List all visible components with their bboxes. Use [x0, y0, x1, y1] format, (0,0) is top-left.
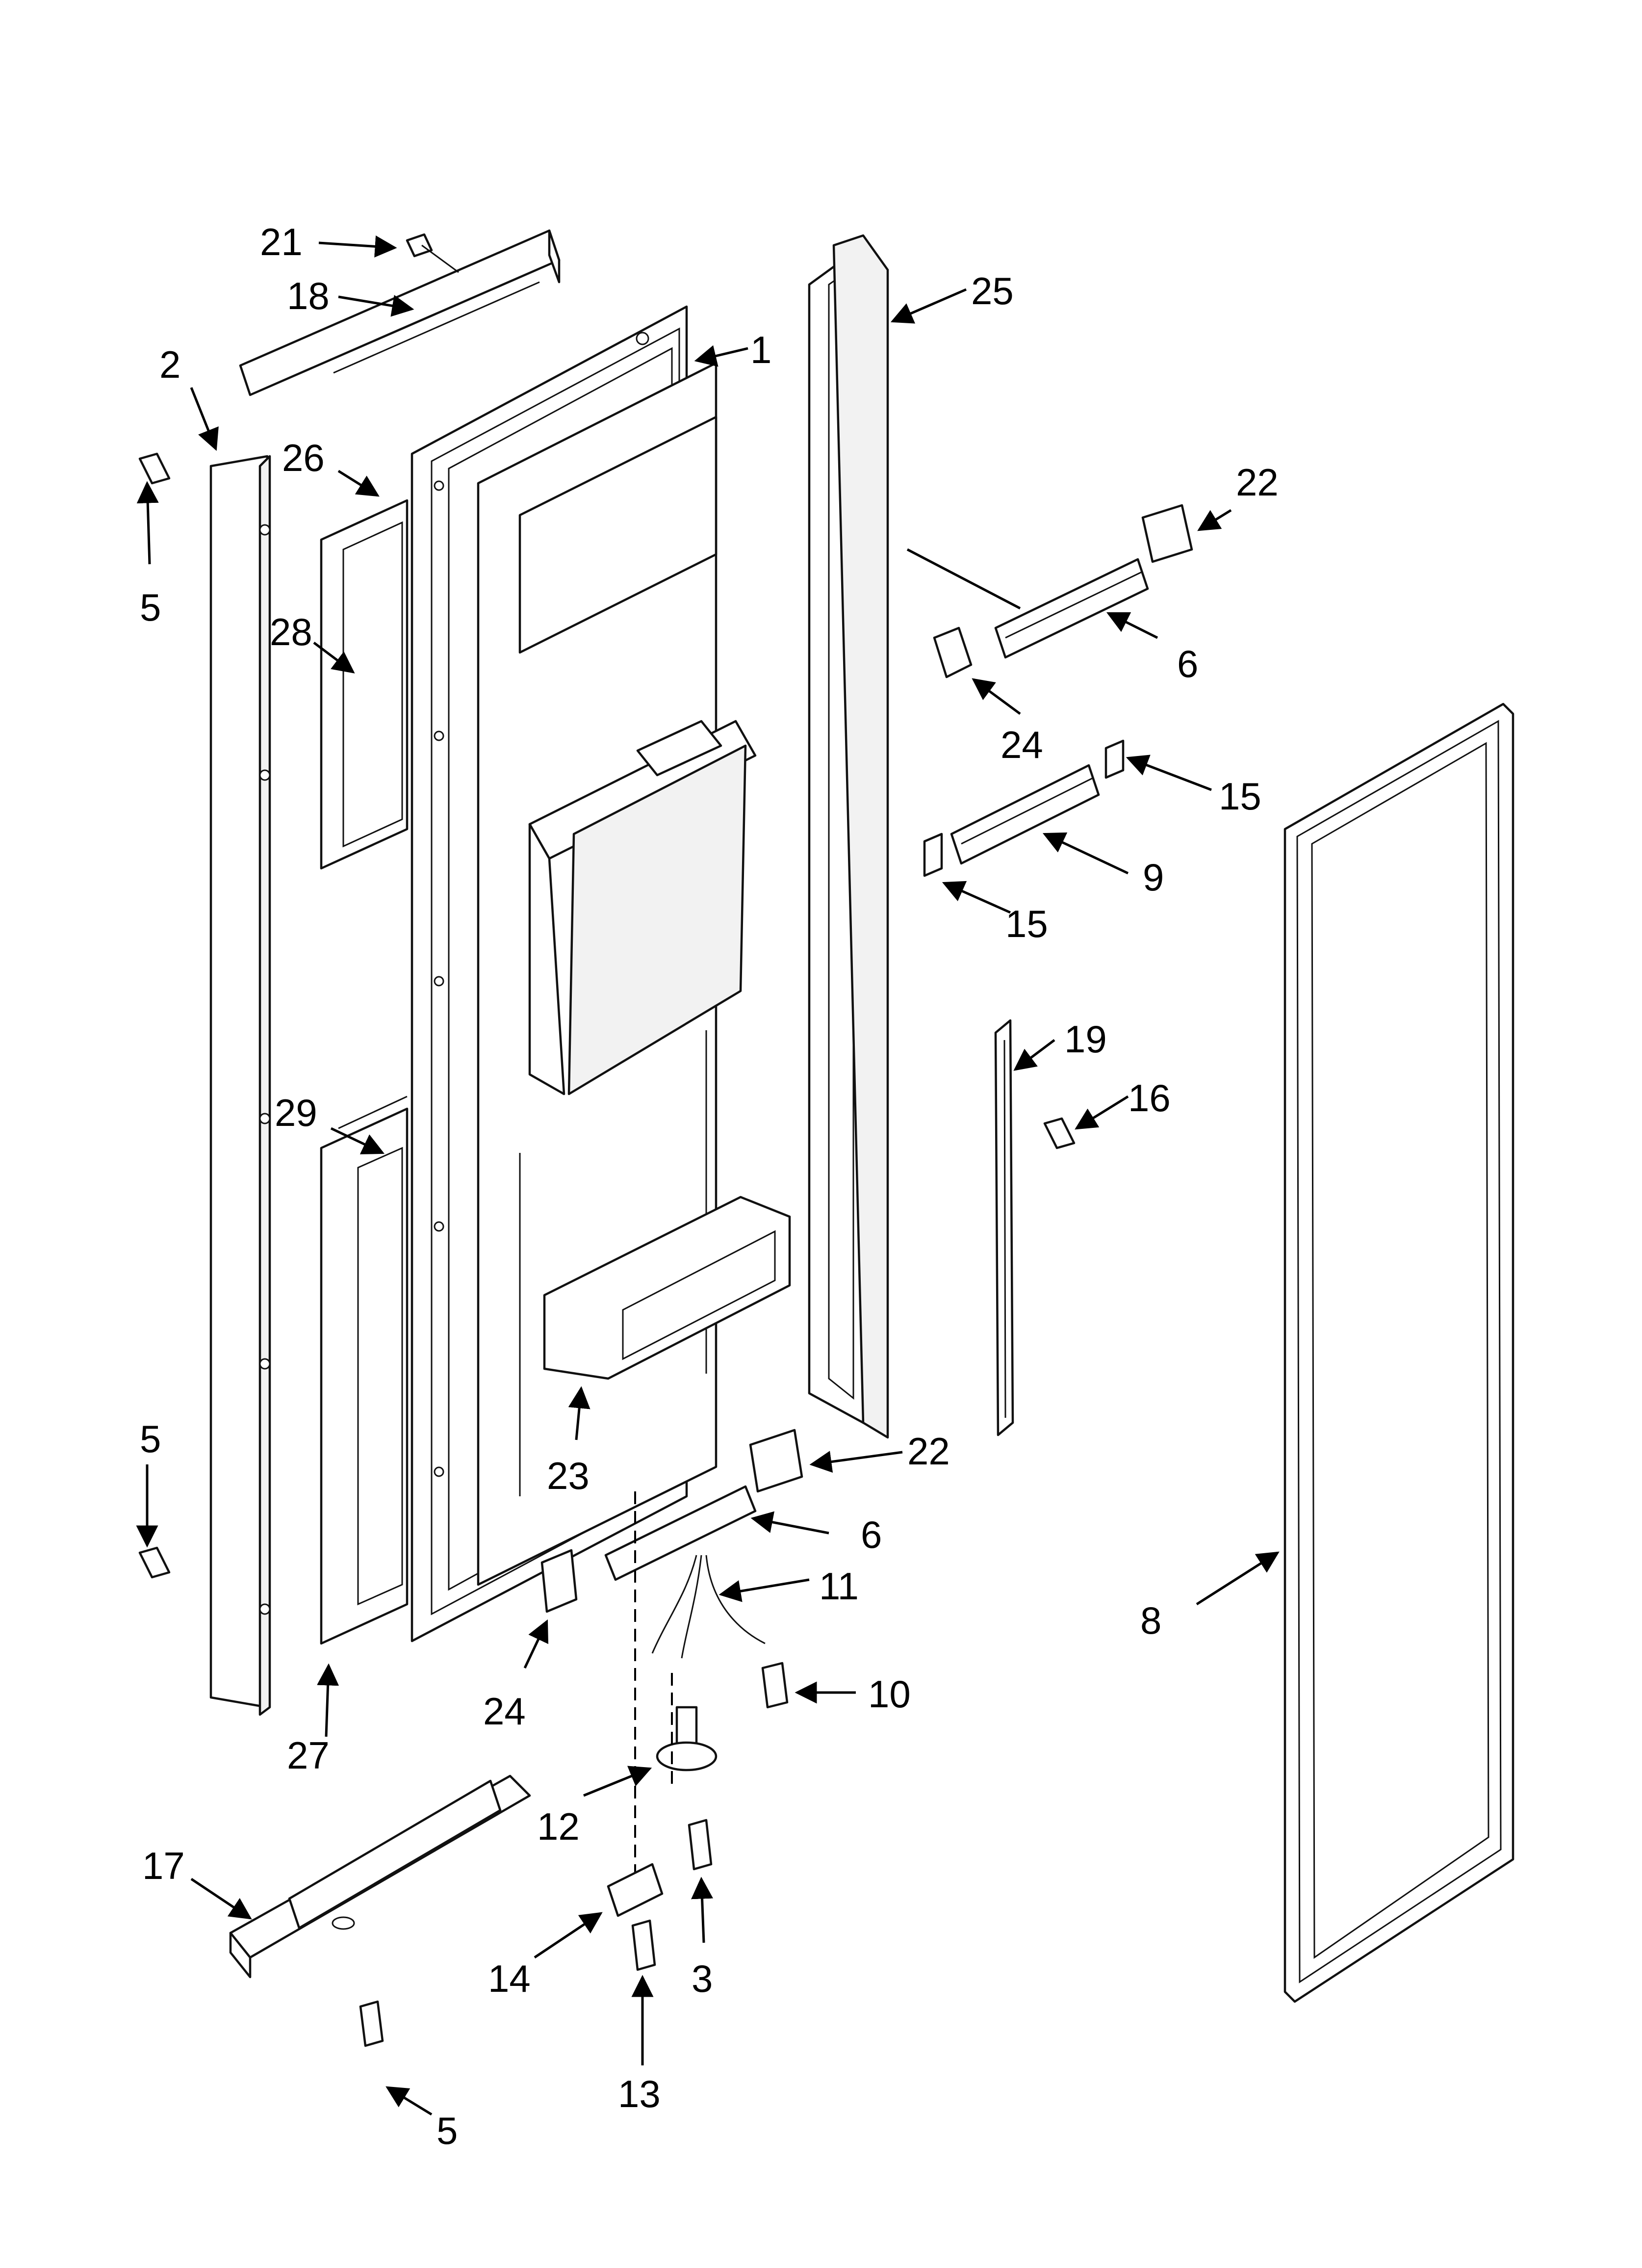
callout-23: 23: [547, 1454, 590, 1497]
callout-12: 12: [537, 1805, 580, 1848]
part-15-end-cap-lower: [923, 833, 943, 877]
callout-26: 26: [282, 436, 325, 479]
callout-19: 19: [1064, 1017, 1107, 1061]
part-29-lower-panel: [320, 1095, 409, 1645]
part-6-lower-shelf-rail: [604, 1485, 757, 1581]
part-5-screw-bracket: [359, 2000, 384, 2047]
callout-28: 28: [270, 610, 312, 653]
callout-8: 8: [1140, 1599, 1161, 1642]
part-23-door-bin: [543, 1196, 791, 1380]
part-19-vertical-rail: [994, 1019, 1014, 1436]
callout-13: 13: [618, 2072, 661, 2115]
reference-line: [906, 548, 1021, 610]
callout-14: 14: [488, 1957, 531, 2000]
part-3-screw: [688, 1819, 713, 1871]
part-22-upper-clip: [1141, 504, 1193, 563]
callout-15-bottom: 15: [1005, 902, 1048, 945]
part-17-bottom-bracket: [229, 1774, 531, 1979]
callout-22-top: 22: [1236, 461, 1279, 504]
callout-3: 3: [692, 1957, 713, 2000]
callout-24-bottom: 24: [483, 1690, 526, 1733]
callout-9: 9: [1143, 856, 1164, 899]
callout-labels: 21 18 1 25 2 26 5 22 6 28 24 15 9 15 19 …: [140, 220, 1279, 2152]
part-24-upper-clip: [933, 626, 973, 678]
callout-21: 21: [260, 220, 303, 263]
callout-2: 2: [159, 343, 180, 386]
part-13-screw: [631, 1919, 656, 1971]
part-1-door-liner: [410, 305, 757, 1642]
part-6-upper-shelf-rail: [994, 558, 1149, 659]
callout-29: 29: [275, 1091, 317, 1134]
part-14-hinge-block: [607, 1863, 664, 1917]
part-11-wire-harness: [651, 1555, 766, 1659]
part-25-door-trim: [808, 234, 889, 1439]
part-24-lower-clip: [540, 1549, 578, 1613]
callout-27: 27: [287, 1734, 330, 1777]
callout-17: 17: [142, 1844, 185, 1887]
part-16-screw: [1043, 1117, 1076, 1149]
part-8-door-gasket: [1283, 703, 1514, 2003]
part-15-end-cap-upper: [1104, 739, 1125, 779]
callout-10: 10: [868, 1672, 911, 1716]
callout-6-top: 6: [1177, 642, 1198, 685]
callout-18: 18: [287, 274, 330, 317]
callout-1: 1: [750, 328, 771, 371]
part-5-screw-top: [138, 452, 171, 485]
callout-25: 25: [971, 269, 1014, 313]
callout-22-bottom: 22: [907, 1430, 950, 1473]
callout-15-top: 15: [1219, 775, 1261, 818]
callout-16: 16: [1128, 1076, 1171, 1120]
callout-5-top: 5: [140, 586, 161, 629]
part-21-screw: [406, 233, 459, 273]
callout-5-bottom: 5: [436, 2109, 458, 2152]
part-12-hinge-pin: [656, 1706, 718, 1772]
part-10-screw: [761, 1662, 789, 1709]
callout-11: 11: [819, 1564, 859, 1608]
callout-6-bottom: 6: [861, 1513, 882, 1556]
part-9-shelf-rail: [950, 764, 1100, 865]
callout-24-top: 24: [1001, 723, 1043, 766]
part-5-screw-bottom: [138, 1546, 171, 1579]
part-26-upper-panel: [320, 499, 409, 870]
callout-leaders: [136, 235, 1280, 2116]
part-22-lower-clip: [749, 1429, 803, 1493]
part-2-side-trim: [209, 455, 271, 1716]
callout-5-middle: 5: [140, 1417, 161, 1460]
